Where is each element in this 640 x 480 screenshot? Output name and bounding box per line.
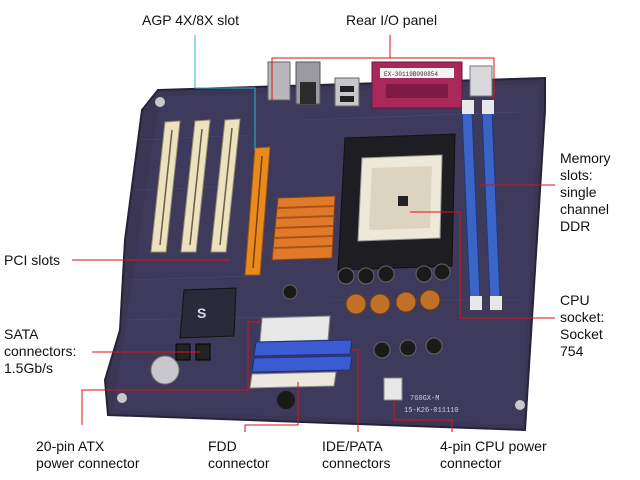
label-atx-power: 20-pin ATX power connector [36, 438, 140, 471]
callout-agp [194, 35, 256, 150]
capacitors [282, 263, 451, 359]
label-agp-slot: AGP 4X/8X slot [142, 12, 240, 28]
callout-fdd [244, 382, 299, 432]
callout-ide [352, 349, 359, 432]
label-pci-slots: PCI slots [4, 252, 61, 268]
pci-slots [150, 118, 241, 253]
fdd-connector [249, 371, 337, 389]
board-serial-text: 15-K26-011110 [404, 407, 459, 415]
rear-io-ports: EX-30119B090854 [267, 61, 493, 109]
label-ide-connectors: IDE/PATA connectors [322, 438, 391, 471]
ide-connectors [251, 339, 353, 373]
chipset-heatsink [271, 195, 336, 261]
label-cpu-socket: CPU socket: Socket 754 [560, 292, 605, 359]
callout-rear-io [271, 57, 495, 100]
label-memory-slots: Memory slots: single channel DDR [560, 150, 611, 234]
io-sticker-text: EX-30119B090854 [384, 71, 438, 78]
callout-lines [72, 35, 555, 432]
board-model-text: 760GX-M [410, 395, 439, 403]
buzzer [277, 391, 295, 409]
label-sata-connectors: SATA connectors: 1.5Gb/s [4, 326, 77, 376]
cmos-battery [150, 355, 180, 385]
callout-cpu-power [393, 400, 453, 432]
callout-atx [81, 321, 262, 425]
label-cpu-power: 4-pin CPU power connector [440, 438, 547, 471]
atx-power-connector [259, 315, 331, 343]
chip-brand-text: S [197, 305, 206, 321]
label-fdd-connector: FDD connector [208, 438, 270, 471]
callout-cpu [410, 211, 555, 319]
label-rear-io-panel: Rear I/O panel [346, 12, 438, 28]
southbridge-chip: S [179, 287, 237, 339]
cpu-power-connector [383, 377, 403, 401]
parallel-port: EX-30119B090854 [371, 61, 463, 109]
cpu-socket [337, 133, 456, 271]
agp-slot [244, 146, 271, 276]
memory-slots [461, 100, 502, 310]
